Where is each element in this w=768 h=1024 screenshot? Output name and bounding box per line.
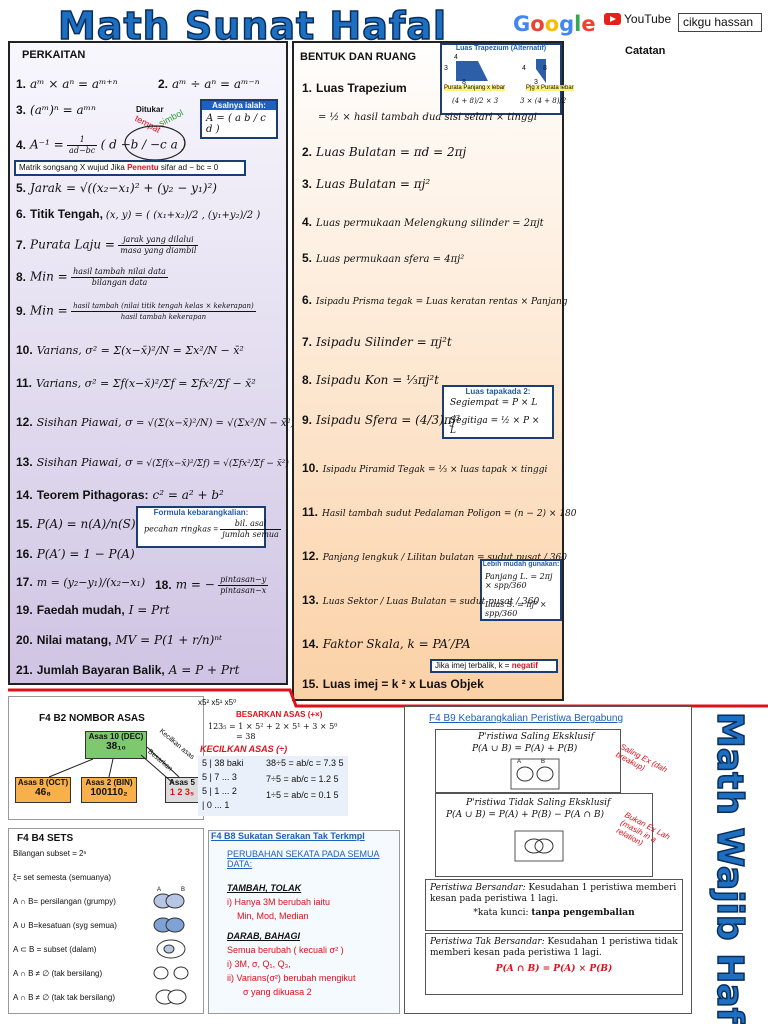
bergabung-box: F4 B9 Kebarangkalian Peristiwa Bergabung… <box>404 706 692 1014</box>
bentuk-9: 9.Isipadu Sfera = (4/3)πj³ <box>302 413 461 427</box>
formula-13: 13.Sisihan Piawai, σ = √(Σf(x−x̄)²/Σf) =… <box>16 455 289 469</box>
saling-eksklusif: P'ristiwa Saling Eksklusif P(A ∪ B) = P(… <box>435 729 621 793</box>
formula-14: 14.Teorem Pithagoras:c² = a² + b² <box>16 488 224 502</box>
formula-6: 6.Titik Tengah,(x, y) = ( (x₁+x₂)/2 , (y… <box>16 207 261 221</box>
bentuk-13: 13.Luas Sektor / Luas Bulatan = sudut pu… <box>302 593 540 607</box>
bentuk-15: 15.Luas imej = k ² x Luas Objek <box>302 677 484 691</box>
kebarangkalian-callout: Formula kebarangkalian: pecahan ringkas … <box>136 506 281 548</box>
formula-10: 10.Varians, σ² = Σ(x−x̄)²/N = Σx²/N − x̄… <box>16 343 244 357</box>
bentuk-8: 8.Isipadu Kon = ⅓πj²t <box>302 373 439 387</box>
perkaitan-panel: PERKAITAN 1.aᵐ × aⁿ = aᵐ⁺ⁿ 2.aᵐ ÷ aⁿ = a… <box>8 41 294 685</box>
matrix-note: Matrik songsang X wujud Jika Penentu sif… <box>14 160 246 176</box>
division-table: 5 | 38 baki 5 | 7 ... 3 5 | 1 ... 2 | 0 … <box>198 756 348 816</box>
imej-note: Jika imej terbalik, k = negatif <box>430 659 558 673</box>
formula-15: 15.P(A) = n(A)/n(S) <box>16 517 136 531</box>
bentuk-11: 11.Hasil tambah sudut Pedalaman Poligon … <box>302 505 577 519</box>
sets-venn-icons <box>153 893 189 1005</box>
bentuk-title: BENTUK DAN RUANG <box>300 51 417 63</box>
tidak-saling-eksklusif: P'ristiwa Tidak Saling Eksklusif P(A ∪ B… <box>435 793 653 877</box>
formula-19: 19.Faedah mudah,I = Prt <box>16 603 170 617</box>
sukatan-box: F4 B8 Sukatan Serakan Tak Terkmpl PERUBA… <box>208 830 400 1014</box>
bentuk-5: 5.Luas permukaan sfera = 4πj² <box>302 251 465 265</box>
catatan-label: Catatan <box>625 45 666 57</box>
formula-2: 2.aᵐ ÷ aⁿ = aᵐ⁻ⁿ <box>158 77 260 91</box>
google-logo[interactable]: Google <box>513 12 596 36</box>
bentuk-3: 3.Luas Bulatan = πj² <box>302 177 431 191</box>
bentuk-1-expr: = ½ × hasil tambah dua sisi selari × tin… <box>318 112 537 123</box>
formula-21: 21.Jumlah Bayaran Balik,A = P + Prt <box>16 663 240 677</box>
asas2-box: Asas 2 (BIN)100110₂ <box>81 777 137 803</box>
formula-9: 9.Min = hasil tambah (nilai titik tengah… <box>16 302 256 321</box>
asal-callout: Asalnya ialah: A = ( a b / c d ) <box>200 99 278 139</box>
search-input[interactable]: cikgu hassan <box>678 13 762 32</box>
mudah-callout: Lebih mudah gunakan: Panjang L. = 2πj × … <box>480 559 562 621</box>
trapezium-alt-callout: Luas Trapezium (Alternatif) 4 3 8 4 8 3 … <box>440 43 574 115</box>
tapak-callout: Luas tapakada 2: Segiempat = P × L Segit… <box>442 385 554 439</box>
bentuk-2: 2.Luas Bulatan = πd = 2πj <box>302 145 467 159</box>
youtube-link[interactable]: YouTube <box>604 12 671 26</box>
bentuk-7: 7.Isipadu Silinder = πj²t <box>302 335 452 349</box>
bentuk-14: 14.Faktor Skala, k = PA′/PA <box>302 637 471 651</box>
peristiwa-bersandar: Peristiwa Bersandar: Kesudahan 1 peristi… <box>425 879 683 931</box>
trapezium-shapes <box>456 59 546 83</box>
formula-1: 1.aᵐ × aⁿ = aᵐ⁺ⁿ <box>16 77 118 91</box>
ditukar-label: Ditukar <box>136 105 164 114</box>
base-conversion: x5² x5¹ x5⁰ BESARKAN ASAS (+×) 123₅ = 1 … <box>196 696 350 820</box>
formula-5: 5.Jarak = √((x₂−x₁)² + (y₂ − y₁)²) <box>16 181 217 195</box>
sets-box: F4 B4 SETS Bilangan subset = 2ⁿ ξ= set s… <box>8 828 204 1014</box>
peristiwa-tak-bersandar: Peristiwa Tak Bersandar: Kesudahan 1 per… <box>425 933 683 995</box>
formula-17: 17.m = (y₂−y₁)/(x₂−x₁) <box>16 575 146 589</box>
formula-16: 16.P(A′) = 1 − P(A) <box>16 547 135 561</box>
inverse-circle-icon <box>124 125 186 161</box>
asas8-box: Asas 8 (OCT)46₈ <box>15 777 71 803</box>
formula-12: 12.Sisihan Piawai, σ = √(Σ(x−x̄)²/N) = √… <box>16 415 295 429</box>
bentuk-1: 1.Luas Trapezium <box>302 81 407 95</box>
bentuk-panel: BENTUK DAN RUANG Luas Trapezium (Alterna… <box>292 41 577 701</box>
youtube-icon <box>604 13 621 25</box>
formula-20: 20.Nilai matang,MV = P(1 + r/n)ⁿᵗ <box>16 633 223 647</box>
vertical-title: Math Wajib Hafal <box>708 711 751 1024</box>
nombor-asas-box: F4 B2 NOMBOR ASAS Asas 10 (DEC)38₁₀ Asas… <box>8 696 204 820</box>
bentuk-10: 10.Isipadu Piramid Tegak = ⅓ × luas tapa… <box>302 461 548 475</box>
bentuk-12: 12.Panjang lengkuk / Lilitan bulatan = s… <box>302 549 567 563</box>
formula-3: 3.(aᵐ)ⁿ = aᵐⁿ <box>16 103 96 117</box>
asas-arrows <box>48 746 180 784</box>
bentuk-4: 4.Luas permukaan Melengkung silinder = 2… <box>302 215 544 229</box>
bentuk-6: 6.Isipadu Prisma tegak = Luas keratan re… <box>302 293 568 307</box>
formula-11: 11.Varians, σ² = Σf(x−x̄)²/Σf = Σfx²/Σf … <box>16 376 256 390</box>
asas10-box: Asas 10 (DEC)38₁₀ <box>85 731 147 759</box>
perkaitan-title: PERKAITAN <box>22 49 86 61</box>
